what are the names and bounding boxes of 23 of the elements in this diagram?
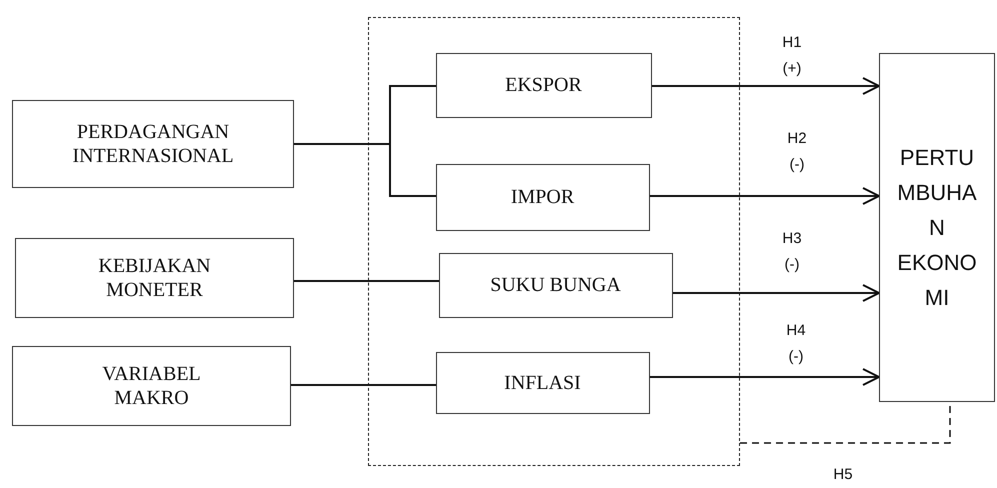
variable-box [436,352,650,414]
box-label: INFLASI [504,370,581,394]
variable-box [12,100,294,188]
connector-line [294,143,436,197]
variable-box [12,346,291,426]
box-label: PERDAGANGAN INTERNASIONAL [71,120,235,168]
box-label: EKSPOR [505,73,582,97]
connector-line [291,384,436,386]
variable-box [438,252,672,318]
dashed-group-frame [368,17,740,466]
arrow [650,187,880,205]
arrow [673,284,880,302]
arrow [650,368,880,386]
variable-box [436,52,652,118]
connector-line [294,280,439,282]
variable-box [879,53,995,402]
box-label: VARIABEL MAKRO [101,362,202,410]
box-label: SUKU BUNGA [490,273,621,297]
box-label: IMPOR [510,185,574,209]
box-label: PERTU MBUHA N EKONO MI [897,144,977,312]
variable-box [436,164,650,230]
variable-box [15,238,294,318]
box-label: KEBIJAKAN MONETER [97,254,212,302]
